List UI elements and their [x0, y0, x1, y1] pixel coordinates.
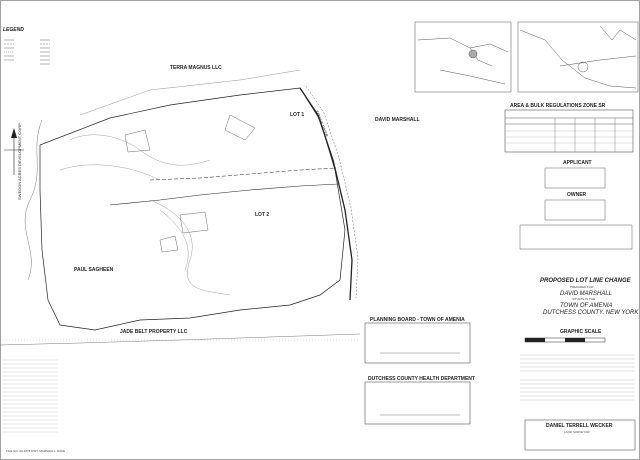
owner-label-west: SWEGON ACRES DEVELOPMENT CORP	[17, 123, 22, 200]
legend-title: LEGEND	[3, 27, 24, 33]
owner-label-terra: TERRA MAGNUS LLC	[170, 65, 222, 71]
applicant-title: APPLICANT	[563, 160, 592, 166]
area-table-title: AREA & BULK REGULATIONS ZONE SR	[510, 103, 606, 109]
lot-1-label: LOT 1	[290, 112, 305, 118]
title-line-2: PREPARED FOR	[570, 285, 594, 289]
title-line-5: TOWN OF AMENIA	[560, 303, 613, 309]
owner-title: OWNER	[567, 192, 587, 198]
planning-board-title: PLANNING BOARD - TOWN OF AMENIA	[370, 317, 465, 323]
owner-label-david: DAVID MARSHALL	[375, 117, 420, 123]
title-line-4: SITUATE IN THE	[572, 297, 596, 301]
north-arrow-icon	[4, 128, 24, 175]
lot-2-label: LOT 2	[255, 212, 270, 218]
graphic-scale-label: GRAPHIC SCALE	[560, 329, 602, 335]
owner-label-paul: PAUL SAGHEEN	[74, 267, 114, 273]
title-line-3: DAVID MARSHALL	[560, 291, 613, 297]
health-dept-title: DUTCHESS COUNTY HEALTH DEPARTMENT	[368, 376, 475, 382]
owner-label-jade: JADE BELT PROPERTY LLC	[120, 329, 188, 335]
title-line-6: DUTCHESS COUNTY, NEW YORK	[543, 310, 639, 316]
title-line-1: PROPOSED LOT LINE CHANGE	[540, 278, 631, 284]
surveyor-name: DANIEL TERRELL WECKER	[546, 423, 613, 429]
surveyor-role: LAND SURVEYOR	[564, 430, 590, 434]
footer-file-no: FILE NO. 20-1078 DWT, MARSHALL, DAVE	[6, 449, 66, 453]
